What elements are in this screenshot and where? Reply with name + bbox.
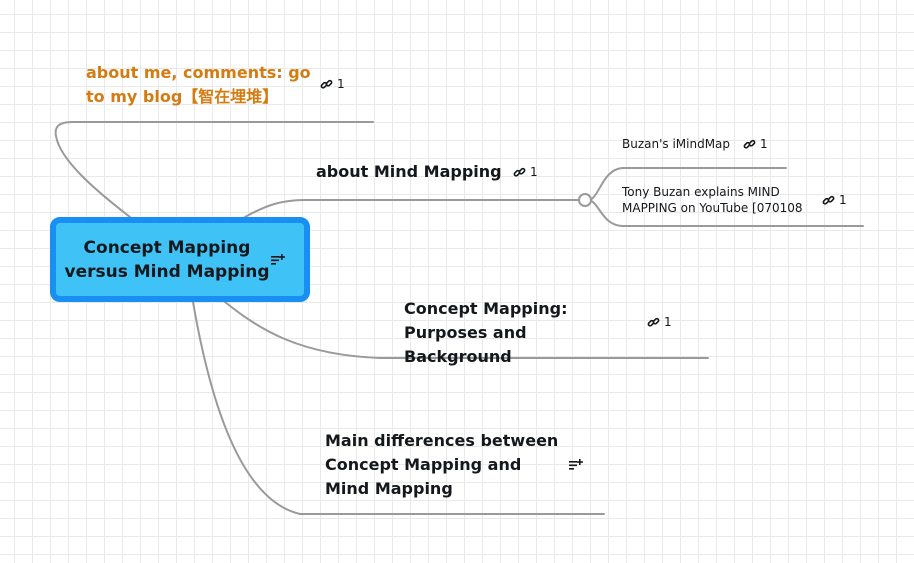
link-icon xyxy=(647,317,660,327)
link-count: 1 xyxy=(839,193,847,207)
root-label: Concept Mapping versus Mind Mapping xyxy=(64,237,270,282)
topic-about-mind-mapping-label[interactable]: about Mind Mapping xyxy=(316,162,502,181)
connector-about-me xyxy=(54,121,374,218)
subtopic-youtube-label[interactable]: Tony Buzan explains MIND MAPPING on YouT… xyxy=(622,185,803,215)
connector-about-mind-mapping xyxy=(244,199,581,218)
topic-concept-mapping-label[interactable]: Concept Mapping: Purposes and Background xyxy=(404,299,568,366)
link-badge-youtube[interactable]: 1 xyxy=(822,192,847,208)
link-icon xyxy=(513,167,526,177)
note-add-icon[interactable] xyxy=(270,253,286,267)
subtopic-imindmap-label[interactable]: Buzan's iMindMap xyxy=(622,137,731,151)
link-count: 1 xyxy=(530,165,538,179)
link-icon xyxy=(743,139,756,149)
collapse-toggle xyxy=(578,193,592,207)
connector-concept-mapping xyxy=(224,301,709,359)
connector-youtube xyxy=(589,199,864,227)
link-badge-imindmap[interactable]: 1 xyxy=(743,136,768,152)
link-badge-concept-mapping[interactable]: 1 xyxy=(647,314,672,330)
link-badge-about-mind-mapping[interactable]: 1 xyxy=(513,164,538,180)
topic-about-me-label[interactable]: about me, comments: go to my blog【智在埋堆】 xyxy=(86,63,311,106)
connector-main-differences xyxy=(192,301,605,515)
link-count: 1 xyxy=(664,315,672,329)
link-badge-about-me[interactable]: 1 xyxy=(320,76,345,92)
link-count: 1 xyxy=(337,77,345,91)
topic-main-differences-label[interactable]: Main differences between Concept Mapping… xyxy=(325,431,559,498)
connector-imindmap xyxy=(589,167,787,201)
note-add-icon[interactable] xyxy=(568,458,584,472)
link-icon xyxy=(320,79,333,89)
root-node[interactable]: Concept Mapping versus Mind Mapping xyxy=(50,217,310,302)
link-count: 1 xyxy=(760,137,768,151)
link-icon xyxy=(822,195,835,205)
